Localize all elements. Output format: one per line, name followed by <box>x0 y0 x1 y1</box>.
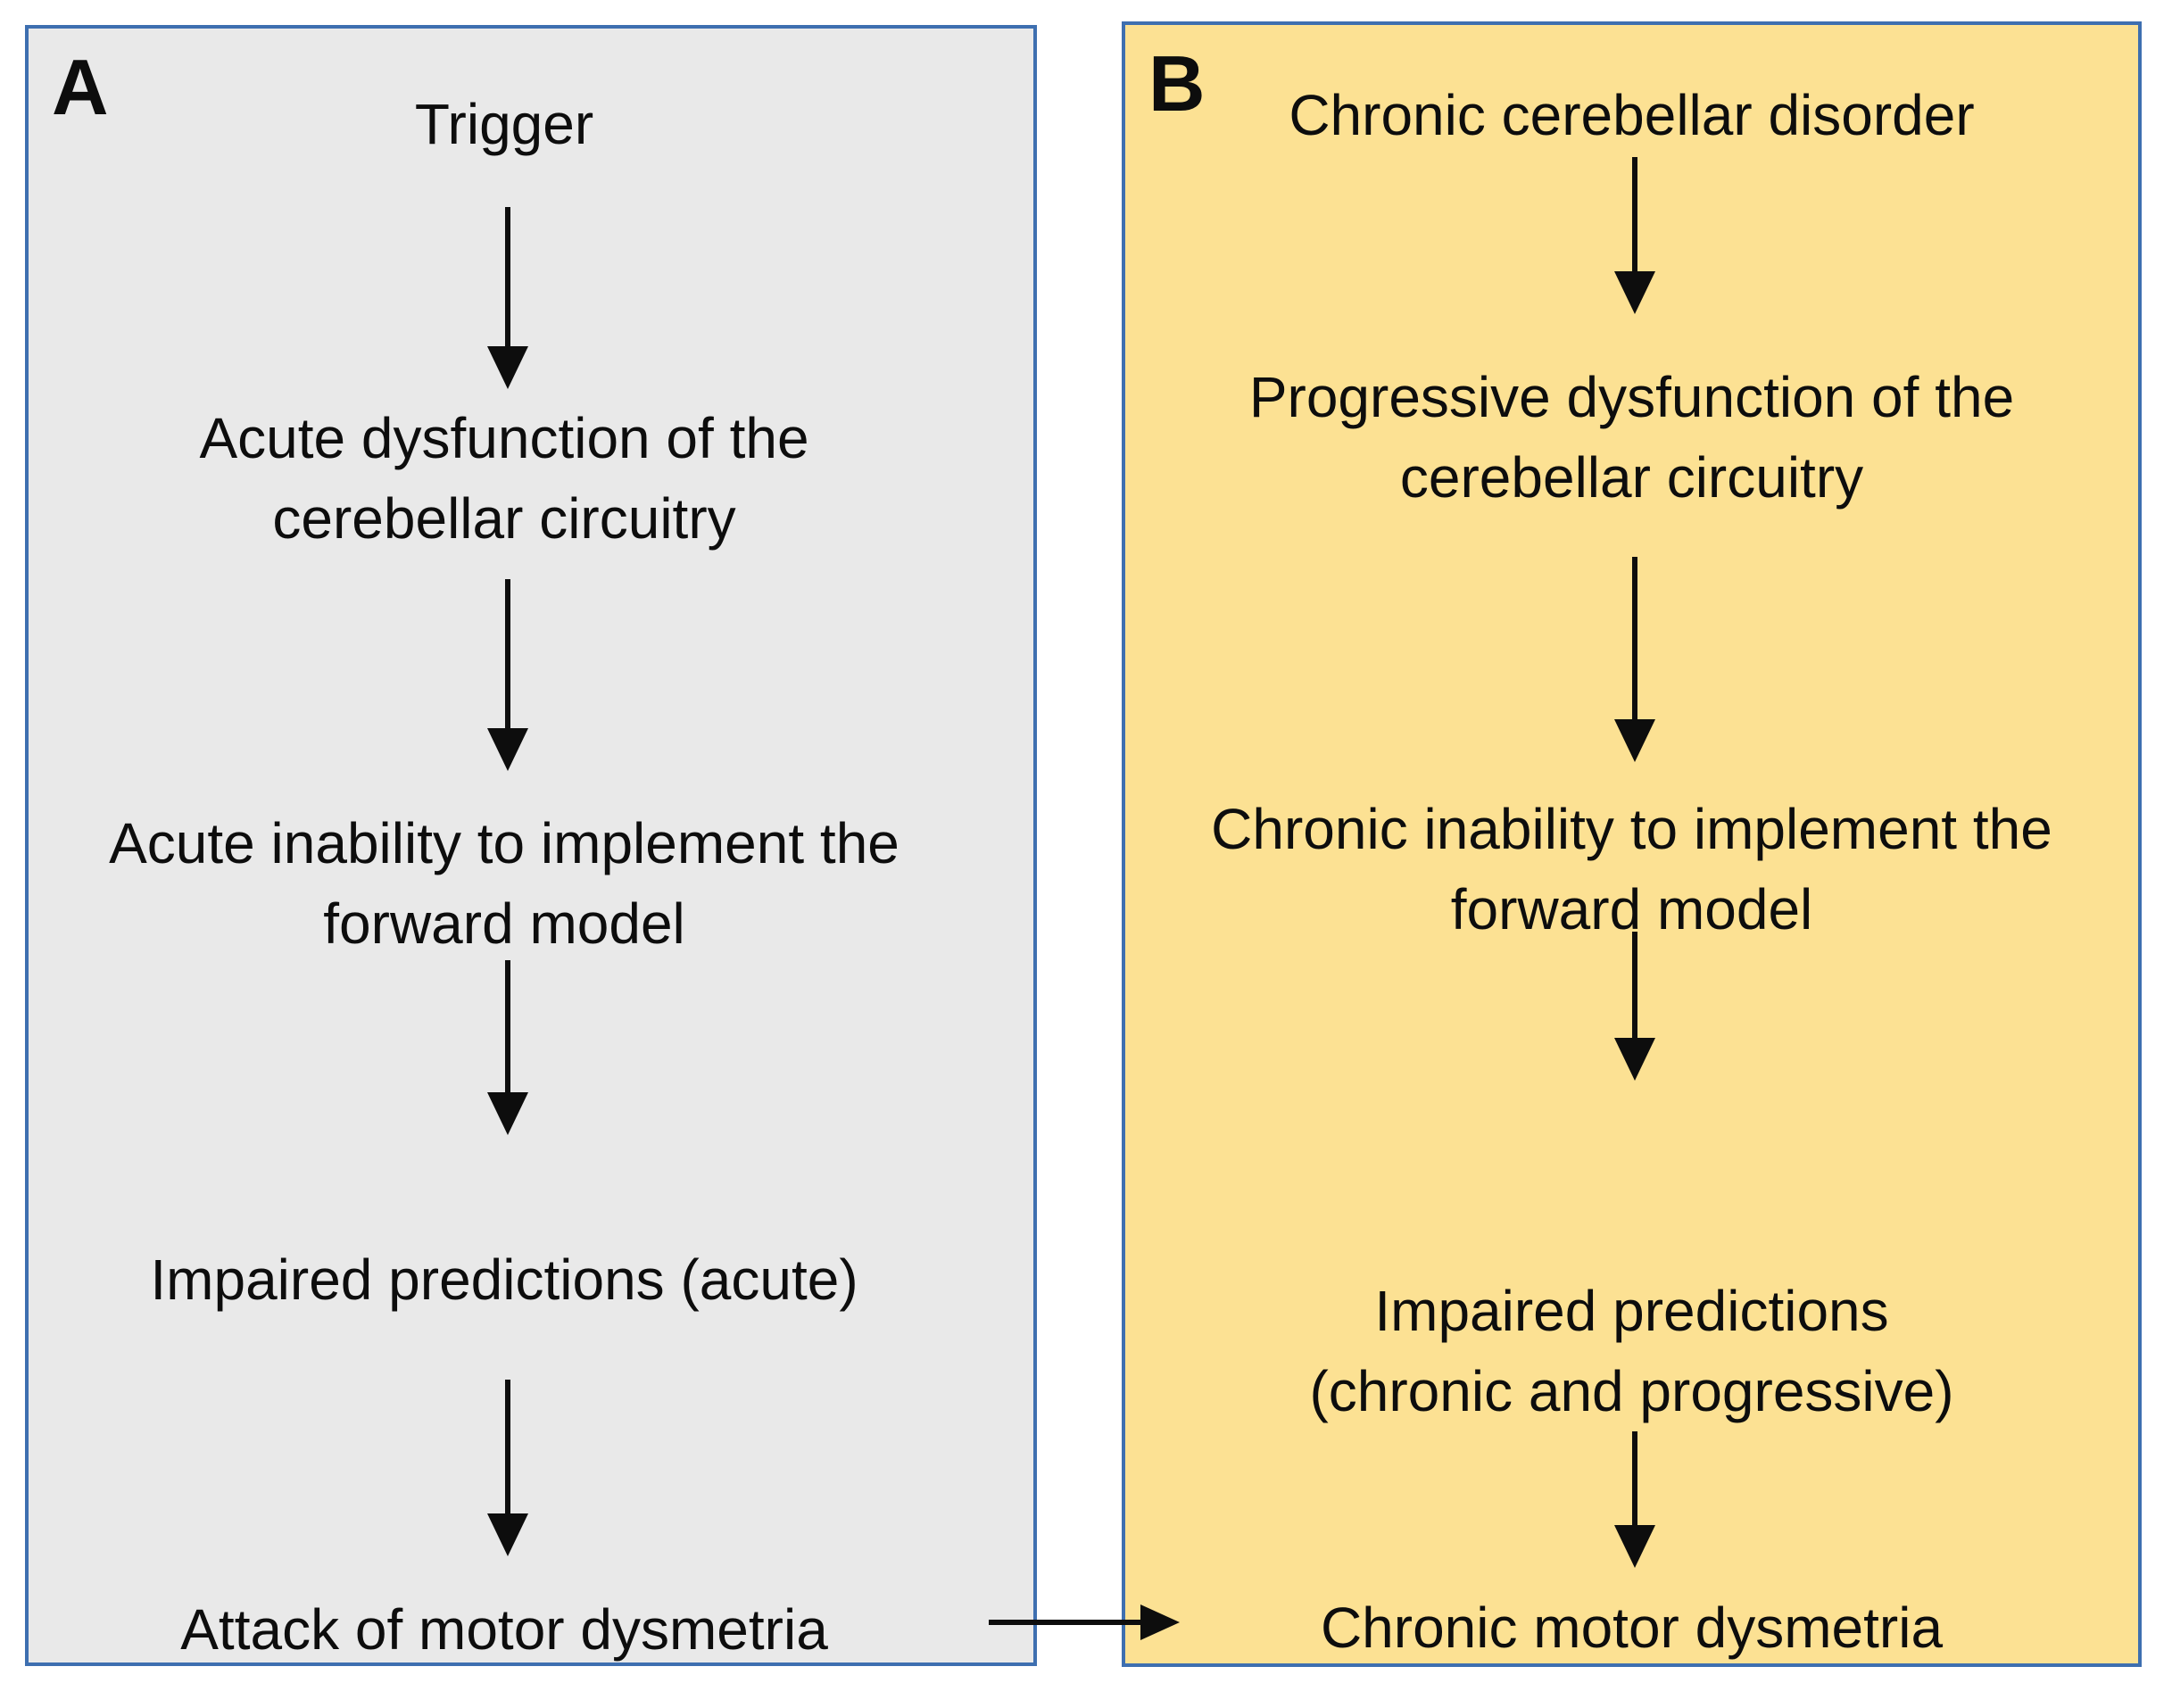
flow-step-line: Acute inability to implement the <box>109 811 899 875</box>
arrow-down-icon <box>487 207 528 389</box>
panel-a-label: A <box>52 43 109 131</box>
flow-step-line: Acute dysfunction of the <box>199 406 809 470</box>
flow-step-acute-inability: Acute inability to implement the forward… <box>2 803 1007 964</box>
flow-step-line: Trigger <box>414 92 594 156</box>
panel-b-label: B <box>1148 39 1206 128</box>
flow-step-impaired-predictions-chronic: Impaired predictions (chronic and progre… <box>1125 1271 2138 1431</box>
flow-step-acute-dysfunction: Acute dysfunction of the cerebellar circ… <box>2 398 1007 559</box>
arrow-shaft <box>1632 557 1637 719</box>
arrow-right-icon <box>989 1604 1180 1640</box>
flow-step-line: Attack of motor dysmetria <box>180 1597 828 1662</box>
flow-step-chronic-inability: Chronic inability to implement the forwa… <box>1125 789 2138 949</box>
flow-step-line: (chronic and progressive) <box>1309 1359 1954 1423</box>
arrow-down-icon <box>487 960 528 1135</box>
arrow-shaft <box>1632 157 1637 271</box>
arrow-shaft <box>505 960 510 1092</box>
arrow-head <box>487 1092 528 1135</box>
panel-b: B Chronic cerebellar disorder Progressiv… <box>1122 21 2142 1667</box>
arrow-head <box>1614 271 1655 314</box>
flow-step-line: cerebellar circuitry <box>272 486 736 551</box>
arrow-head <box>487 728 528 771</box>
flow-step-line: cerebellar circuitry <box>1399 445 1864 510</box>
arrow-shaft <box>1632 1431 1637 1525</box>
flow-step-chronic-dysmetria: Chronic motor dysmetria <box>1125 1588 2138 1668</box>
flow-step-line: forward model <box>323 891 685 956</box>
flow-step-line: Chronic cerebellar disorder <box>1289 83 1975 147</box>
arrow-shaft <box>505 207 510 346</box>
flow-step-line: Impaired predictions <box>1374 1279 1889 1343</box>
flow-step-line: Impaired predictions (acute) <box>150 1248 858 1312</box>
flow-step-chronic-disorder: Chronic cerebellar disorder <box>1125 75 2138 155</box>
flow-step-progressive-dysfunction: Progressive dysfunction of the cerebella… <box>1125 357 2138 518</box>
flow-step-attack-dysmetria: Attack of motor dysmetria <box>2 1589 1007 1670</box>
arrow-down-icon <box>487 1380 528 1556</box>
flow-step-line: forward model <box>1450 877 1813 941</box>
arrow-shaft <box>989 1620 1140 1625</box>
arrow-head <box>1140 1604 1180 1640</box>
flow-step-line: Chronic motor dysmetria <box>1320 1596 1944 1660</box>
arrow-down-icon <box>1614 932 1655 1081</box>
arrow-head <box>487 1513 528 1556</box>
flow-step-line: Progressive dysfunction of the <box>1248 365 2015 429</box>
arrow-shaft <box>1632 932 1637 1038</box>
arrow-down-icon <box>1614 157 1655 314</box>
arrow-head <box>1614 1525 1655 1568</box>
arrow-down-icon <box>1614 1431 1655 1568</box>
panel-a: A Trigger Acute dysfunction of the cereb… <box>25 25 1037 1666</box>
flow-step-line: Chronic inability to implement the <box>1211 797 2052 861</box>
arrow-head <box>1614 719 1655 762</box>
arrow-head <box>1614 1038 1655 1081</box>
arrow-shaft <box>505 579 510 728</box>
arrow-down-icon <box>487 579 528 771</box>
flow-step-impaired-predictions: Impaired predictions (acute) <box>2 1240 1007 1320</box>
flow-step-trigger: Trigger <box>2 84 1007 164</box>
arrow-shaft <box>505 1380 510 1513</box>
arrow-down-icon <box>1614 557 1655 762</box>
arrow-head <box>487 346 528 389</box>
